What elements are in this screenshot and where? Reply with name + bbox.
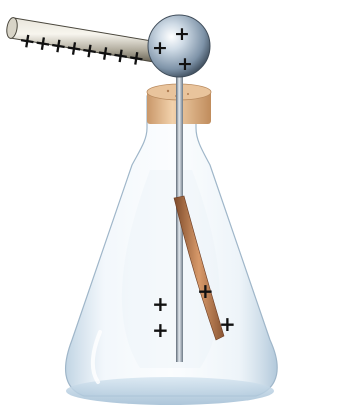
stem-charge-2: + — [152, 318, 169, 342]
sphere-charge-2: + — [152, 37, 168, 59]
leaf-charge-2: + — [219, 312, 236, 336]
flask — [66, 96, 278, 405]
leaf-charge-1: + — [197, 279, 214, 303]
sphere-charge-3: + — [177, 53, 193, 75]
stem-charge-1: + — [152, 292, 169, 316]
charged-rod: ++++++++ — [5, 17, 170, 71]
sphere-charge-1: + — [174, 23, 190, 45]
metal-sphere: + + + — [148, 15, 210, 77]
